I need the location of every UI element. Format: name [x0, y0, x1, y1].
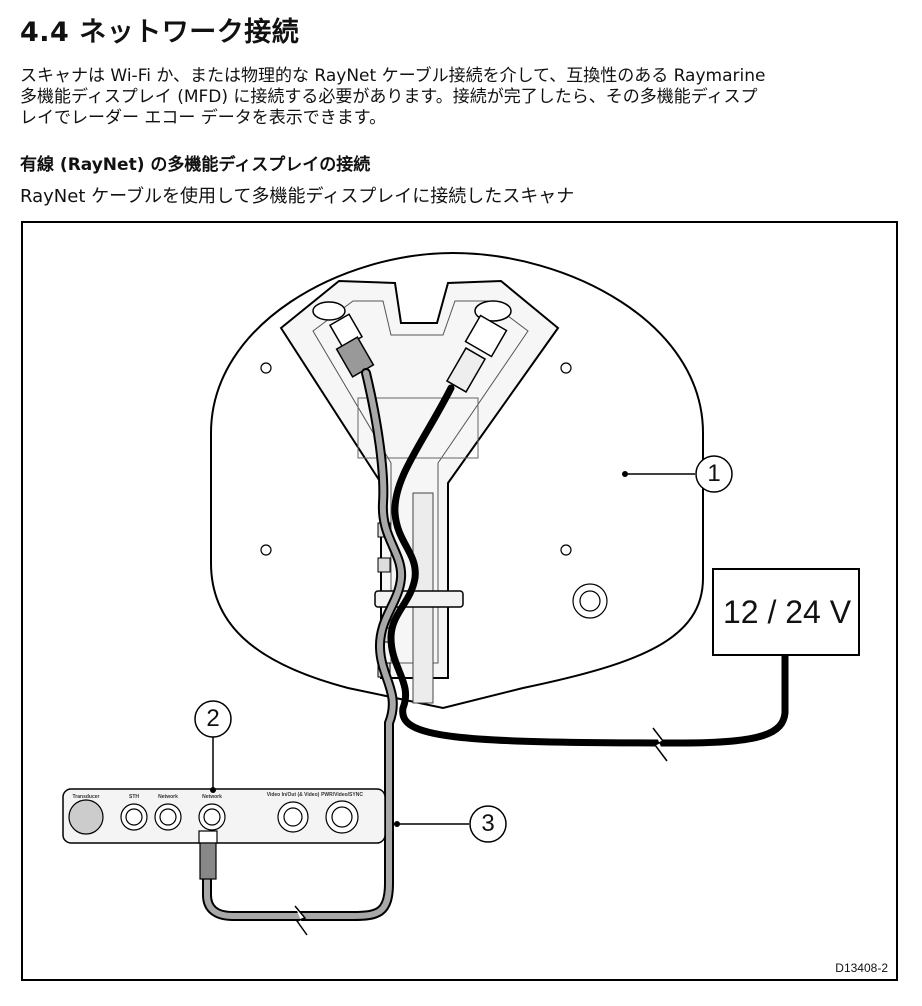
- paragraph-line: 多機能ディスプレイ (MFD) に接続する必要があります。接続が完了したら、その…: [20, 87, 758, 107]
- mfd-port-label: PWR/Video/SYNC: [321, 792, 363, 798]
- paragraph-line: レイでレーダー エコー データを表示できます。: [20, 108, 387, 128]
- callout-2: 2: [206, 705, 220, 732]
- figure-id: D13408-2: [835, 961, 888, 975]
- mfd-port-label: Network: [202, 794, 222, 800]
- power-cable: [387, 384, 789, 747]
- callout-1: 1: [707, 460, 721, 487]
- mfd-port-label: STH: [129, 794, 139, 800]
- diagram-drawing: [62, 251, 860, 936]
- connection-diagram: 1 2 3 12 / 24 V Transducer STH Network N…: [21, 221, 898, 981]
- intro-paragraph: スキャナは Wi-Fi か、または物理的な RayNet ケーブル接続を介して、…: [20, 66, 900, 129]
- mfd-port-label: Network: [158, 794, 178, 800]
- power-connector: [445, 300, 512, 393]
- subsection-heading: 有線 (RayNet) の多機能ディスプレイの接続: [20, 155, 371, 175]
- raynet-connector: [312, 301, 375, 378]
- power-supply-label: 12 / 24 V: [722, 594, 852, 630]
- section-heading: 4.4 ネットワーク接続: [20, 17, 300, 48]
- figure-caption: RayNet ケーブルを使用して多機能ディスプレイに接続したスキャナ: [20, 186, 575, 207]
- paragraph-line: スキャナは Wi-Fi か、または物理的な RayNet ケーブル接続を介して、…: [20, 66, 766, 86]
- mfd-port-label: Video In/Out (& Video): [266, 792, 320, 798]
- cable-channel: [279, 279, 560, 679]
- callout-3: 3: [481, 810, 495, 837]
- mfd-port-label: Transducer: [72, 794, 100, 800]
- power-supply-box: [712, 568, 860, 656]
